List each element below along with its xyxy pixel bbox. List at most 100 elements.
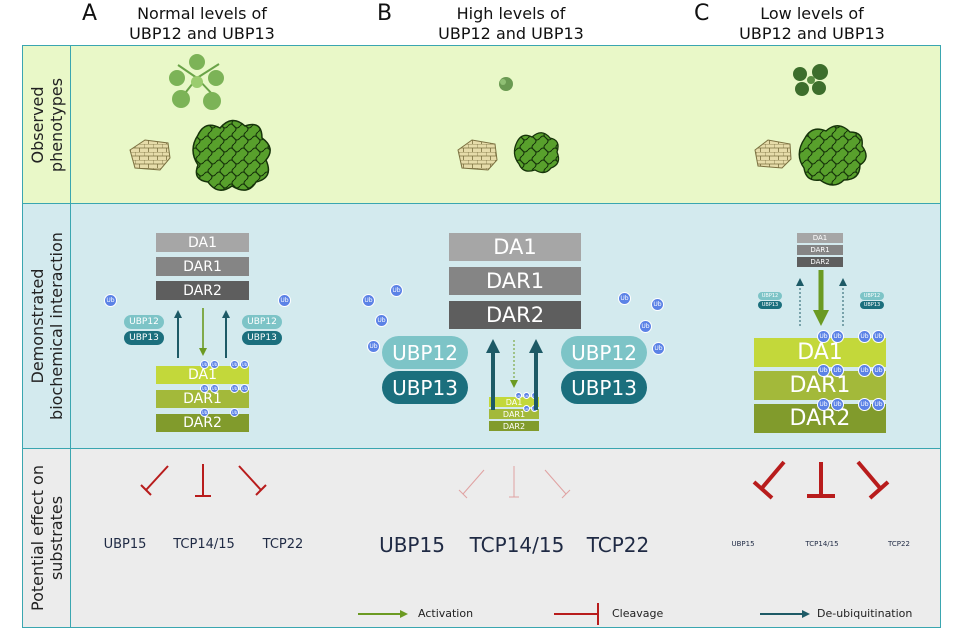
dar1-green-label-c: DAR1 bbox=[789, 373, 851, 398]
ub-c-9: Ub bbox=[817, 398, 830, 411]
ub-a-8: Ub bbox=[240, 384, 249, 393]
substrate-tcp14-15-c: TCP14/15 bbox=[805, 540, 839, 548]
dar1-box-c: DAR1 bbox=[797, 245, 843, 255]
column-title-b: High levels of UBP12 and UBP13 bbox=[401, 4, 621, 44]
ub-label: Ub bbox=[860, 367, 869, 374]
ub-label: Ub bbox=[516, 393, 521, 398]
ub-label: Ub bbox=[106, 297, 115, 304]
ub-b-free-5: Ub bbox=[618, 292, 631, 305]
ub-label: Ub bbox=[532, 406, 537, 411]
ub-label: Ub bbox=[241, 386, 248, 391]
column-title-b-line2: UBP12 and UBP13 bbox=[438, 24, 584, 43]
ub-c-12: Ub bbox=[872, 398, 885, 411]
substrate-ubp15-c: UBP15 bbox=[731, 540, 755, 548]
dar2-box-b: DAR2 bbox=[449, 301, 581, 329]
ub-b-5: Ub bbox=[531, 405, 538, 412]
ub-label: Ub bbox=[241, 362, 248, 367]
phenotype-band: Observed phenotypes bbox=[22, 45, 941, 204]
ub-label: Ub bbox=[364, 297, 373, 304]
ub-label: Ub bbox=[833, 401, 842, 408]
substrate-ubp15-b: UBP15 bbox=[379, 533, 445, 557]
da1-box-b: DA1 bbox=[449, 233, 581, 261]
column-title-c: Low levels of UBP12 and UBP13 bbox=[702, 4, 922, 44]
dar2-box-b-green: DAR2 bbox=[489, 421, 539, 431]
ub-b-free-1: Ub bbox=[362, 294, 375, 307]
ub-label: Ub bbox=[819, 333, 828, 340]
dar1-label-a: DAR1 bbox=[183, 258, 222, 275]
ub-label: Ub bbox=[231, 410, 238, 415]
ubp12-label-c-right: UBP12 bbox=[863, 293, 881, 299]
ub-c-8: Ub bbox=[872, 364, 885, 377]
ubp12-label-a-left: UBP12 bbox=[129, 317, 159, 327]
dar1-green-label-b: DAR1 bbox=[502, 409, 526, 419]
dar1-box-a-green: DAR1 bbox=[156, 390, 249, 408]
ub-label: Ub bbox=[653, 301, 662, 308]
ubp13-pill-a-left: UBP13 bbox=[124, 331, 164, 345]
dar1-box-b: DAR1 bbox=[449, 267, 581, 295]
ub-label: Ub bbox=[641, 323, 650, 330]
dar2-label-b: DAR2 bbox=[485, 303, 545, 327]
ubp13-pill-b-left: UBP13 bbox=[382, 371, 468, 404]
ub-c-6: Ub bbox=[831, 364, 844, 377]
interaction-row-label-line2: biochemical interaction bbox=[46, 232, 66, 420]
ubp12-label-c-left: UBP12 bbox=[761, 293, 779, 299]
ubp13-label-b-right: UBP13 bbox=[571, 375, 637, 400]
ubp12-pill-b-left: UBP12 bbox=[382, 336, 468, 369]
ubp13-pill-c-left: UBP13 bbox=[758, 301, 782, 309]
ub-label: Ub bbox=[231, 362, 238, 367]
effect-row-label-line1: Potential effect on bbox=[27, 465, 47, 611]
ub-a-3: Ub bbox=[230, 360, 239, 369]
column-title-b-line1: High levels of bbox=[456, 4, 566, 23]
ub-a-9: Ub bbox=[200, 408, 209, 417]
ub-label: Ub bbox=[874, 401, 883, 408]
da1-box-a-green: DA1 bbox=[156, 366, 249, 384]
ub-b-free-7: Ub bbox=[639, 320, 652, 333]
substrate-tcp22-a: TCP22 bbox=[262, 537, 304, 552]
da1-box-a: DA1 bbox=[156, 233, 249, 252]
legend-cleavage-label: Cleavage bbox=[612, 607, 664, 620]
column-title-a-line2: UBP12 and UBP13 bbox=[129, 24, 275, 43]
column-letter-c: C bbox=[694, 1, 710, 26]
da1-box-c-green: DA1 bbox=[754, 338, 886, 367]
ub-b-free-3: Ub bbox=[375, 314, 388, 327]
ub-label: Ub bbox=[532, 393, 537, 398]
dar1-label-b: DAR1 bbox=[485, 269, 545, 293]
ub-c-3: Ub bbox=[858, 330, 871, 343]
ub-label: Ub bbox=[819, 367, 828, 374]
ubp13-label-a-right: UBP13 bbox=[247, 333, 277, 343]
ub-label: Ub bbox=[369, 343, 378, 350]
ub-b-free-2: Ub bbox=[390, 284, 403, 297]
column-title-c-line1: Low levels of bbox=[760, 4, 864, 23]
ub-label: Ub bbox=[211, 386, 218, 391]
ub-label: Ub bbox=[280, 297, 289, 304]
dar2-box-c: DAR2 bbox=[797, 257, 843, 267]
ubp13-label-c-right: UBP13 bbox=[863, 302, 881, 308]
substrate-tcp14-15-a: TCP14/15 bbox=[173, 537, 235, 552]
ubp13-label-a-left: UBP13 bbox=[129, 333, 159, 343]
effect-row-label-text: Potential effect on substrates bbox=[28, 465, 66, 611]
ubp12-label-a-right: UBP12 bbox=[247, 317, 277, 327]
da1-green-label-b: DA1 bbox=[505, 397, 523, 407]
effect-row-label-line2: substrates bbox=[46, 495, 66, 581]
phenotype-row-label: Observed phenotypes bbox=[23, 46, 71, 203]
ub-c-5: Ub bbox=[817, 364, 830, 377]
dar2-green-label-a: DAR2 bbox=[183, 415, 222, 431]
column-title-c-line2: UBP12 and UBP13 bbox=[739, 24, 885, 43]
legend-deubiquitination-label: De-ubiquitination bbox=[817, 607, 913, 620]
ub-label: Ub bbox=[654, 345, 663, 352]
ub-label: Ub bbox=[392, 287, 401, 294]
ub-label: Ub bbox=[860, 401, 869, 408]
ub-b-1: Ub bbox=[515, 392, 522, 399]
ubp12-pill-a-left: UBP12 bbox=[124, 315, 164, 329]
column-title-a: Normal levels of UBP12 and UBP13 bbox=[92, 4, 312, 44]
substrate-tcp22-c: TCP22 bbox=[888, 540, 910, 548]
substrate-ubp15-a: UBP15 bbox=[103, 537, 147, 552]
ub-label: Ub bbox=[524, 393, 529, 398]
ub-label: Ub bbox=[860, 333, 869, 340]
ub-label: Ub bbox=[201, 362, 208, 367]
ub-b-free-8: Ub bbox=[652, 342, 665, 355]
ub-label: Ub bbox=[874, 333, 883, 340]
ub-c-1: Ub bbox=[817, 330, 830, 343]
dar2-green-label-b: DAR2 bbox=[502, 421, 526, 431]
ub-label: Ub bbox=[819, 401, 828, 408]
